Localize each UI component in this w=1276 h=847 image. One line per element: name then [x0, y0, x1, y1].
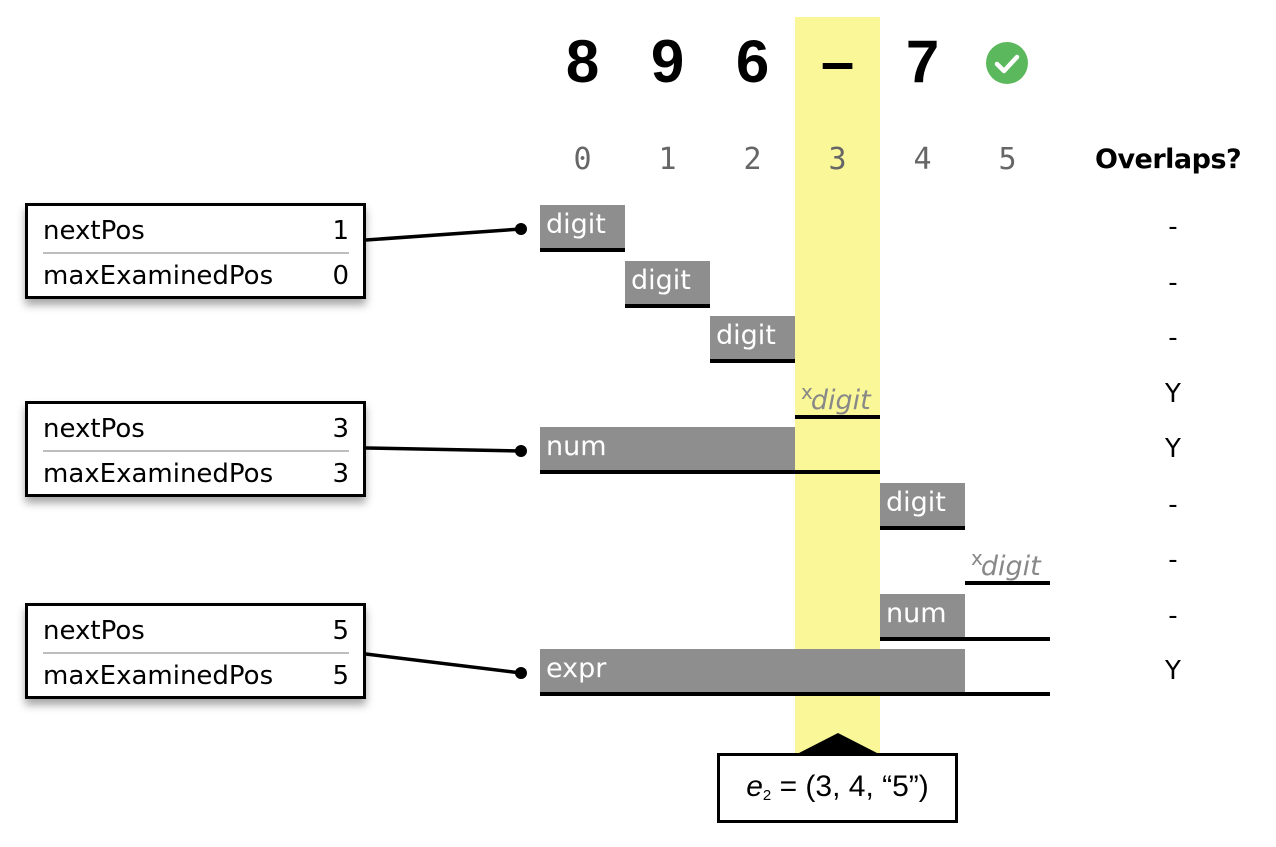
next-pos-value: 1: [332, 216, 349, 246]
rule-label: digit: [886, 487, 946, 518]
max-examined-value: 0: [332, 261, 349, 291]
examined-extent-line: [540, 470, 880, 474]
failed-rule-digit: xdigit: [795, 372, 880, 416]
rule-label: digit: [716, 320, 776, 351]
input-char: –: [820, 28, 855, 95]
fail-mark-icon: x: [801, 380, 813, 404]
overlap-value: -: [1168, 212, 1178, 242]
rule-label: digit: [631, 265, 691, 296]
state-divider: [43, 652, 349, 654]
tooltip-arrow: [797, 733, 879, 758]
max-examined-value: 5: [332, 661, 349, 691]
rule-digit: digit: [540, 205, 625, 249]
max-examined-label: maxExaminedPos: [43, 661, 274, 691]
connector-line: [365, 446, 522, 453]
state-divider: [43, 450, 349, 452]
next-pos-value: 3: [332, 414, 349, 444]
max-examined-row: maxExaminedPos 0: [43, 254, 349, 298]
rule-digit: digit: [710, 316, 795, 360]
tooltip-var: e: [746, 770, 763, 803]
next-pos-row: nextPos 3: [43, 407, 349, 451]
overlap-value: -: [1168, 601, 1178, 631]
connector-dot: [515, 445, 527, 457]
rule-digit: digit: [880, 483, 965, 527]
connector-line: [365, 652, 522, 675]
overlaps-column-header: Overlaps?: [1095, 144, 1242, 175]
failed-rule-digit: xdigit: [965, 538, 1050, 582]
max-examined-label: maxExaminedPos: [43, 261, 274, 291]
examined-extent-line: [625, 304, 710, 308]
position-label: 4: [913, 142, 932, 177]
rule-num: num: [540, 427, 795, 471]
next-pos-label: nextPos: [43, 414, 145, 444]
max-examined-label: maxExaminedPos: [43, 459, 274, 489]
memo-entry-tooltip: e2 = (3, 4, “5”): [717, 753, 958, 823]
position-label: 0: [573, 142, 592, 177]
input-char: 8: [565, 28, 600, 95]
overlap-value: Y: [1165, 656, 1181, 686]
position-label: 3: [828, 142, 847, 177]
rule-expr: expr: [540, 649, 965, 693]
memo-state-box: nextPos 3 maxExaminedPos 3: [25, 401, 366, 497]
connector-dot: [515, 667, 527, 679]
fail-mark-icon: x: [971, 546, 983, 570]
max-examined-value: 3: [332, 459, 349, 489]
examined-extent-line: [540, 692, 1050, 696]
rule-label: num: [546, 431, 607, 462]
rule-num: num: [880, 594, 965, 638]
position-label: 5: [998, 142, 1017, 177]
overlap-value: -: [1168, 268, 1178, 298]
overlap-value: -: [1168, 490, 1178, 520]
overlap-value: Y: [1165, 434, 1181, 464]
examined-extent-line: [965, 581, 1050, 585]
check-circle-icon: [986, 42, 1028, 88]
next-pos-row: nextPos 1: [43, 209, 349, 253]
memo-state-box: nextPos 5 maxExaminedPos 5: [25, 603, 366, 699]
next-pos-value: 5: [332, 616, 349, 646]
next-pos-row: nextPos 5: [43, 609, 349, 653]
connector-line: [365, 227, 522, 242]
examined-extent-line: [710, 359, 795, 363]
input-char: 7: [905, 28, 940, 95]
rule-digit: digit: [625, 261, 710, 305]
connector-dot: [515, 223, 527, 235]
rule-label: digit: [980, 551, 1041, 582]
next-pos-label: nextPos: [43, 216, 145, 246]
tooltip-sub: 2: [762, 787, 772, 804]
examined-extent-line: [540, 248, 625, 252]
overlap-value: -: [1168, 545, 1178, 575]
memo-state-box: nextPos 1 maxExaminedPos 0: [25, 203, 366, 299]
examined-extent-line: [880, 526, 965, 530]
examined-extent-line: [795, 415, 880, 419]
rule-label: expr: [546, 653, 607, 684]
state-divider: [43, 252, 349, 254]
rule-label: num: [886, 598, 947, 629]
input-char: 9: [650, 28, 685, 95]
tooltip-text: = (3, 4, “5”): [771, 770, 929, 803]
max-examined-row: maxExaminedPos 3: [43, 452, 349, 496]
overlap-value: -: [1168, 323, 1178, 353]
overlap-value: Y: [1165, 379, 1181, 409]
max-examined-row: maxExaminedPos 5: [43, 654, 349, 698]
input-char: 6: [735, 28, 770, 95]
position-label: 1: [658, 142, 677, 177]
position-label: 2: [743, 142, 762, 177]
next-pos-label: nextPos: [43, 616, 145, 646]
rule-label: digit: [546, 209, 606, 240]
rule-label: digit: [810, 385, 871, 416]
highlighted-position-column: [795, 17, 880, 753]
examined-extent-line: [880, 637, 1050, 641]
